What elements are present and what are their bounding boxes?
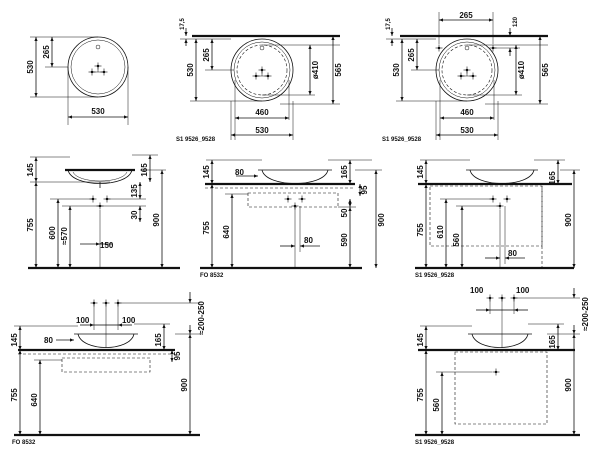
- dim-30: 30: [130, 210, 139, 219]
- dim-900: 900: [180, 378, 189, 392]
- top-view-worktop: 17,5 530 265 ø410 565 460 530 S1 9526_95…: [176, 18, 343, 143]
- side-view-furniture-s1: 145 755 610 560 165 900 80 S1 9526_9528: [415, 159, 580, 279]
- caption: FO 8532: [200, 273, 224, 279]
- dim-165: 165: [548, 171, 557, 185]
- dim-200: ≈200-250: [197, 301, 206, 335]
- bottom-view-fo8532: 100 100 145 755 640 80 165 95 900 ≈200-2…: [10, 292, 206, 446]
- top-view-worktop-corner-taps: 265 120 17,5 530 265 ø410 565 460 530: [382, 11, 550, 143]
- dim-570: ≈570: [60, 227, 69, 245]
- dim-100a: 100: [76, 316, 90, 325]
- side-view-furniture-fo8532: 145 755 640 80 165 95 50 590 900 80 FO 8…: [200, 159, 386, 279]
- caption: S1 9526_9528: [415, 273, 455, 279]
- dim-inner: 460: [255, 108, 269, 117]
- dim-900: 900: [564, 378, 573, 392]
- dim-width-top: 265: [459, 11, 473, 20]
- dim-80: 80: [44, 336, 53, 345]
- dim-145: 145: [202, 165, 211, 179]
- dim-200: ≈200-250: [581, 297, 590, 331]
- dim-145: 145: [10, 333, 19, 347]
- dim-145: 145: [26, 163, 35, 177]
- dim-right-top: 120: [513, 16, 519, 27]
- dim-80: 80: [508, 249, 517, 258]
- dim-755: 755: [416, 223, 425, 237]
- dim-100a: 100: [470, 286, 484, 295]
- dim-offset: 265: [202, 48, 211, 62]
- dim-top: 17,5: [180, 18, 186, 30]
- dim-height: 530: [186, 63, 195, 77]
- dim-width: 530: [255, 126, 269, 135]
- dim-610: 610: [436, 225, 445, 239]
- dim-overall: 565: [334, 63, 343, 77]
- dim-95: 95: [173, 351, 182, 360]
- dim-755: 755: [10, 388, 19, 402]
- dim-diameter: ø410: [517, 60, 526, 79]
- caption: S1 9526_9528: [415, 440, 455, 446]
- dim-80b: 80: [304, 236, 313, 245]
- dim-165: 165: [340, 165, 349, 179]
- dim-165: 165: [140, 163, 149, 177]
- side-view-basin: 145 755 600 ≈570 165 135 30 900 150: [26, 154, 180, 270]
- dim-width: 530: [91, 107, 105, 116]
- dim-900: 900: [564, 213, 573, 227]
- dim-95: 95: [360, 185, 369, 194]
- dim-height: 530: [392, 63, 401, 77]
- dim-755: 755: [416, 388, 425, 402]
- dim-80: 80: [235, 168, 244, 177]
- dim-offset: 265: [407, 48, 416, 62]
- dim-560: 560: [452, 233, 461, 247]
- dim-offset: 265: [42, 45, 51, 59]
- dim-135: 135: [130, 184, 139, 198]
- dim-height: 530: [26, 60, 35, 74]
- dim-100b: 100: [516, 286, 530, 295]
- dim-diameter: ø410: [311, 60, 320, 79]
- top-view-basin: 530 265 530: [26, 36, 129, 125]
- dim-inner: 460: [460, 108, 474, 117]
- dim-640: 640: [30, 393, 39, 407]
- caption: FO 8532: [12, 440, 36, 446]
- dim-145: 145: [416, 165, 425, 179]
- dim-560: 560: [432, 398, 441, 412]
- dim-165: 165: [548, 335, 557, 349]
- dim-145: 145: [416, 333, 425, 347]
- dim-165: 165: [154, 333, 163, 347]
- dim-900: 900: [377, 213, 386, 227]
- dim-overall: 565: [541, 63, 550, 77]
- dim-590: 590: [340, 233, 349, 247]
- dim-755: 755: [26, 218, 35, 232]
- dim-150: 150: [100, 241, 114, 250]
- dim-640: 640: [222, 225, 231, 239]
- dim-top: 17,5: [386, 18, 392, 30]
- caption: S1 9526_9528: [382, 137, 422, 143]
- dim-width: 530: [460, 126, 474, 135]
- bottom-view-s1: 100 100 145 755 560 165 900 ≈200-250 S1 …: [415, 286, 590, 446]
- dim-755: 755: [202, 221, 211, 235]
- dim-50: 50: [340, 208, 349, 217]
- dim-100b: 100: [122, 316, 136, 325]
- dim-600: 600: [48, 226, 57, 240]
- caption: S1 9526_9528: [176, 137, 216, 143]
- dim-900: 900: [152, 213, 161, 227]
